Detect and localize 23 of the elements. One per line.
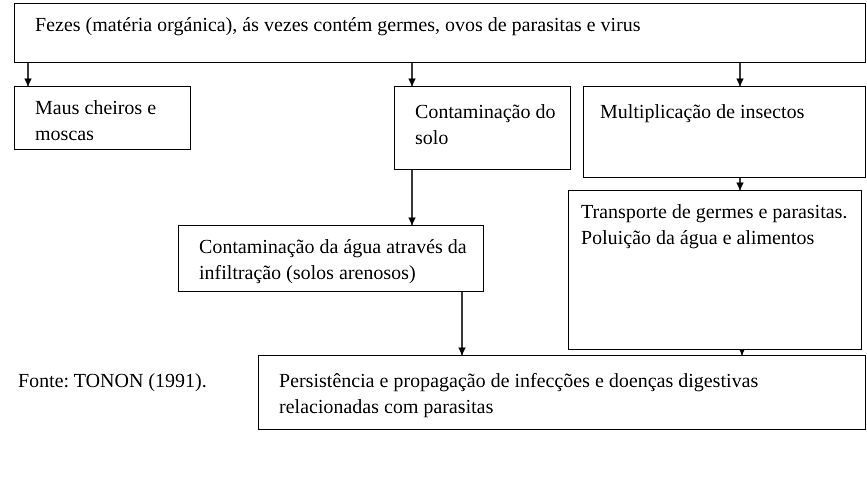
process-box <box>178 225 484 292</box>
arrow <box>24 63 32 86</box>
arrow <box>458 292 466 355</box>
box-text: Multiplicação de insectos <box>600 100 806 125</box>
process-box <box>14 3 866 63</box>
box-text: Fezes (matéria orgánica), ás vezes contém germes, ovos de parasitas e virus <box>35 13 642 38</box>
box-text: Transporte de germes e parasitas. <box>581 200 848 225</box>
process-box <box>258 355 866 430</box>
process-box <box>14 86 191 150</box>
source-note: Fonte: TONON (1991). <box>18 369 207 394</box>
box-text: Maus cheiros e moscas <box>35 96 158 147</box>
process-box <box>568 190 862 350</box>
box-text: Persistência e propagação de infecções e doenças digestivas relacionadas com parasitas <box>279 369 760 420</box>
process-box <box>394 86 571 170</box>
arrow <box>736 63 744 86</box>
arrow <box>738 348 746 355</box>
box-text: Contaminação do solo <box>415 100 557 151</box>
arrow <box>736 178 744 190</box>
process-box <box>583 86 866 178</box>
box-text: Poluição da água e alimentos <box>581 226 816 251</box>
arrow <box>408 170 416 225</box>
arrow <box>408 63 416 86</box>
box-text: Contaminação da água através da infiltração (solos arenosos) <box>199 235 468 286</box>
